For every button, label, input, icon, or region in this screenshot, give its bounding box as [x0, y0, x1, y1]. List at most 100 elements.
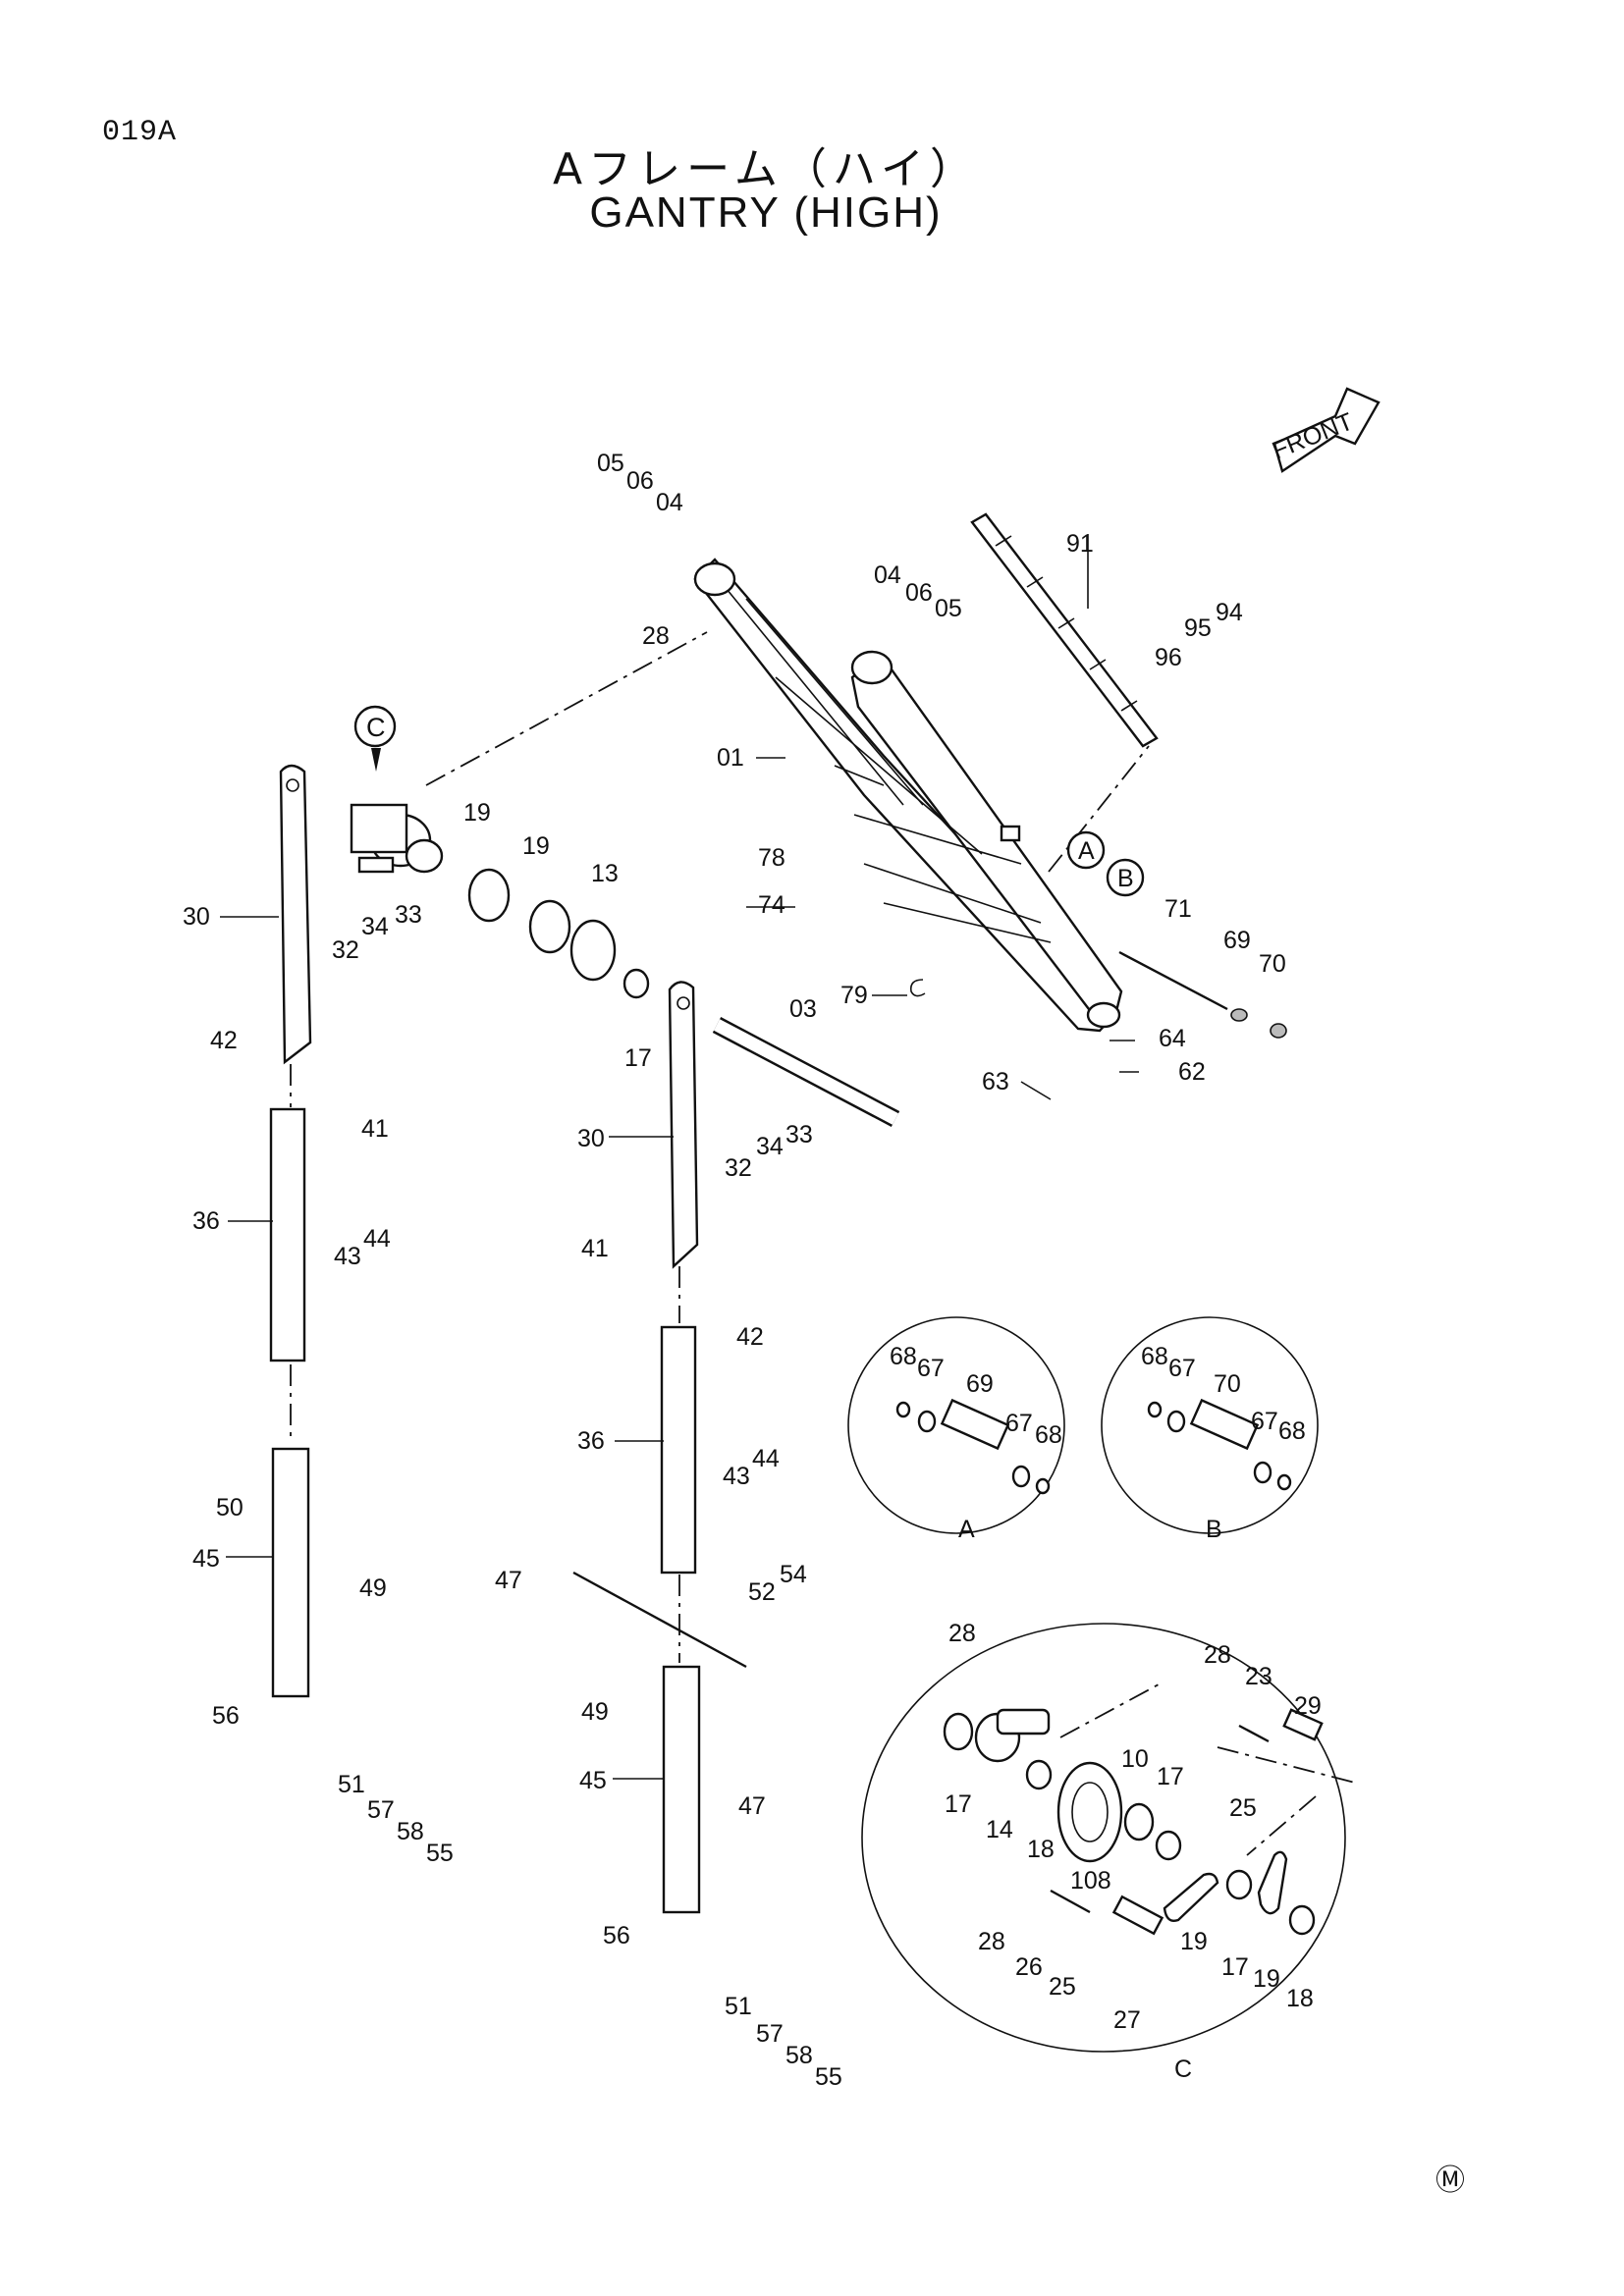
- part-label: 28: [642, 622, 670, 650]
- part-label: 64: [1159, 1025, 1186, 1052]
- title-english: GANTRY (HIGH): [589, 188, 943, 237]
- leader-lines: [220, 534, 1139, 1780]
- washer-71: [1230, 1008, 1248, 1022]
- part-label: 56: [603, 1922, 630, 1949]
- part-label: 25: [1229, 1794, 1257, 1822]
- part-label: 19: [1253, 1965, 1280, 1993]
- part-label: 70: [1214, 1370, 1241, 1398]
- part-label: 68: [1141, 1343, 1168, 1370]
- part-label: 57: [756, 2020, 784, 2048]
- part-label: 33: [395, 901, 422, 929]
- callout-b: B: [1106, 858, 1145, 897]
- part-label: 70: [1259, 950, 1286, 978]
- front-label: FRONT: [1269, 407, 1357, 464]
- boss-13: [569, 919, 617, 982]
- part-label: 05: [935, 595, 962, 622]
- part-label: 44: [752, 1445, 780, 1472]
- part-label: 36: [577, 1427, 605, 1455]
- part-label: 23: [1245, 1663, 1272, 1690]
- part-label: 108: [1070, 1867, 1111, 1895]
- middle-link-45: [662, 1665, 701, 1914]
- part-label: 26: [1015, 1953, 1043, 1981]
- corner-mark: Ⓜ: [1435, 2164, 1465, 2197]
- part-label: 96: [1155, 644, 1182, 671]
- part-label: 68: [1278, 1417, 1306, 1445]
- part-label: 18: [1286, 1985, 1314, 2012]
- part-label: 29: [1294, 1692, 1322, 1720]
- part-label: 62: [1178, 1058, 1206, 1086]
- part-label: 49: [359, 1575, 387, 1602]
- bushing-19a: [467, 868, 511, 923]
- detail-b-label: B: [1206, 1516, 1222, 1543]
- left-link-36: [269, 1107, 306, 1362]
- part-label: 78: [758, 844, 785, 872]
- part-label: 51: [725, 1993, 752, 2020]
- part-label: 28: [978, 1928, 1005, 1955]
- page-code: 019A: [102, 116, 178, 149]
- part-label: 34: [361, 913, 389, 940]
- part-label: 68: [890, 1343, 917, 1370]
- part-label: 32: [725, 1154, 752, 1182]
- part-label: 63: [982, 1068, 1009, 1095]
- part-label: 44: [363, 1225, 391, 1253]
- callout-a: A: [1066, 830, 1106, 870]
- svg-text:A: A: [1078, 837, 1095, 865]
- pin-03: [712, 1017, 900, 1127]
- part-label: 71: [1164, 895, 1192, 923]
- part-label: 69: [966, 1370, 994, 1398]
- part-label: 49: [581, 1698, 609, 1726]
- part-label: 19: [463, 799, 491, 827]
- part-label: 18: [1027, 1836, 1055, 1863]
- part-label: 10: [1121, 1745, 1149, 1773]
- part-label: 41: [361, 1115, 389, 1143]
- part-label: 58: [397, 1818, 424, 1845]
- part-label: 01: [717, 744, 744, 772]
- part-label: 79: [840, 982, 868, 1009]
- part-label: 74: [758, 891, 785, 919]
- part-label: 47: [495, 1567, 522, 1594]
- part-label: 50: [216, 1494, 244, 1522]
- part-label: 67: [1005, 1410, 1033, 1437]
- ladder: [970, 512, 1159, 748]
- part-label: 52: [748, 1578, 776, 1606]
- part-label: 30: [183, 903, 210, 931]
- part-label: 32: [332, 936, 359, 964]
- part-label: 28: [948, 1620, 976, 1647]
- left-link-45: [271, 1447, 310, 1698]
- part-label: 45: [192, 1545, 220, 1573]
- part-label: 95: [1184, 614, 1212, 642]
- svg-text:C: C: [366, 713, 386, 742]
- part-label: 42: [210, 1027, 238, 1054]
- part-label: 67: [1251, 1408, 1278, 1435]
- part-label: 51: [338, 1771, 365, 1798]
- detail-a-parts: [895, 1398, 1051, 1495]
- front-arrow-icon: FRONT: [1269, 387, 1380, 473]
- part-label: 30: [577, 1125, 605, 1152]
- washer-17: [623, 968, 650, 999]
- part-label: 36: [192, 1207, 220, 1235]
- part-label: 27: [1113, 2006, 1141, 2034]
- detail-c-parts: [943, 1708, 1324, 1936]
- part-label: 67: [1168, 1355, 1196, 1382]
- part-label: 28: [1204, 1641, 1231, 1669]
- part-label: 68: [1035, 1421, 1062, 1449]
- part-label: 69: [1223, 927, 1251, 954]
- part-label: 17: [1221, 1953, 1249, 1981]
- part-label: 42: [736, 1323, 764, 1351]
- middle-link-30: [668, 981, 699, 1269]
- part-label: 58: [785, 2042, 813, 2069]
- callout-c-top: C: [353, 705, 397, 772]
- detail-circle-c: [861, 1623, 1346, 2053]
- part-label: 67: [917, 1355, 945, 1382]
- part-label: 45: [579, 1767, 607, 1794]
- part-label: 13: [591, 860, 619, 887]
- rod-47: [572, 1571, 747, 1669]
- part-label: 06: [626, 467, 654, 495]
- part-label: 54: [780, 1561, 807, 1588]
- title-japanese: Aフレーム（ハイ）: [553, 144, 979, 194]
- part-label: 47: [738, 1792, 766, 1820]
- part-label: 14: [986, 1816, 1013, 1843]
- detail-circle-b: [1101, 1316, 1319, 1534]
- detail-circle-a: [847, 1316, 1065, 1534]
- part-label: 04: [656, 489, 683, 516]
